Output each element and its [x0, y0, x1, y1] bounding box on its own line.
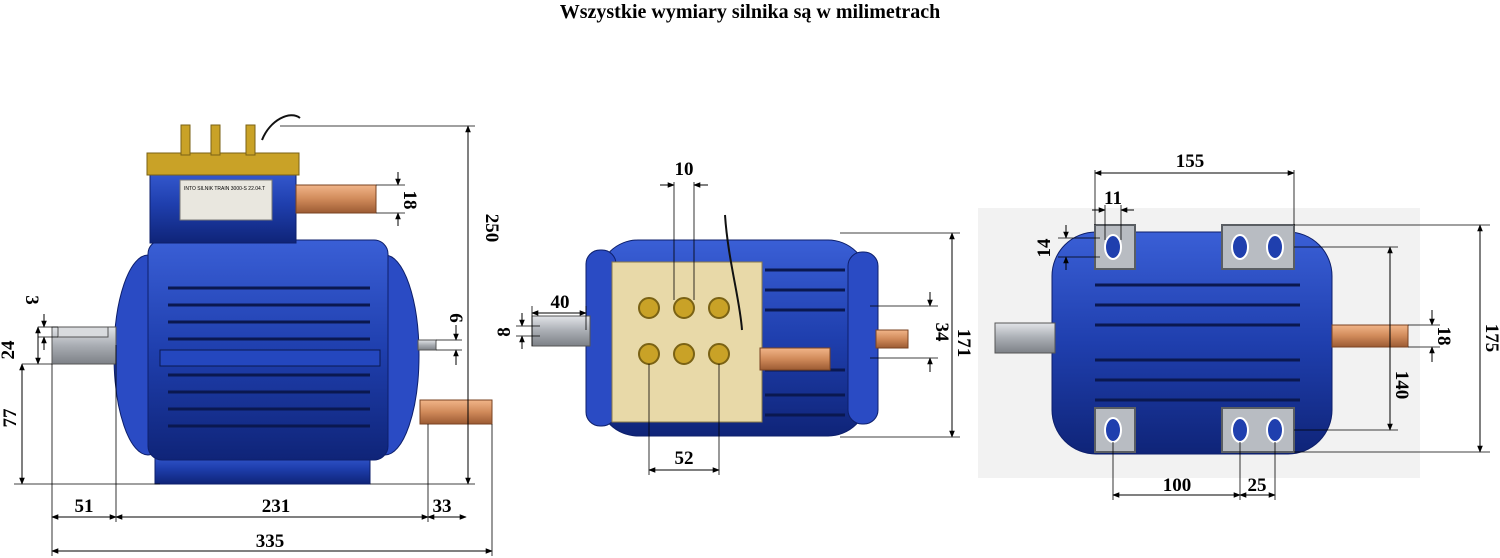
- dim-77: 77: [0, 408, 21, 428]
- dim-40: 40: [551, 292, 570, 313]
- rating-plate-text: INTO SILNIK TRAIN 3000-S 22.04.T: [184, 186, 265, 192]
- dim-52: 52: [675, 448, 694, 469]
- dim-18-bottom: 18: [1433, 327, 1454, 346]
- dim-10: 10: [675, 159, 694, 180]
- dim-25: 25: [1248, 475, 1267, 496]
- dim-8: 8: [494, 327, 515, 337]
- side-shaft-key: [57, 326, 109, 338]
- rating-plate: [179, 179, 273, 221]
- dim-155: 155: [1176, 151, 1205, 172]
- dim-3: 3: [21, 295, 42, 305]
- bottom-copper-pipe: [1331, 324, 1409, 348]
- side-dimensions: 250 18 3 24 77: [0, 125, 502, 556]
- top-drive-shaft: [531, 315, 591, 347]
- page-title: Wszystkie wymiary silnika są w milimetra…: [559, 1, 941, 23]
- dim-14: 14: [1034, 238, 1055, 258]
- bottom-fins: [1095, 283, 1300, 402]
- terminal-copper-pipe: [295, 184, 377, 214]
- side-rear-copper-pipe: [419, 399, 493, 425]
- sensor-wire: [261, 114, 301, 141]
- bottom-view: 155 11 14 175: [978, 151, 1500, 500]
- dim-34: 34: [931, 323, 952, 343]
- top-rear-bell: [847, 251, 879, 425]
- top-rear-copper-pipes: [875, 329, 909, 349]
- brass-terminals: [180, 124, 256, 156]
- dim-100: 100: [1163, 475, 1192, 496]
- bottom-dimensions: 155 11 14 175: [1034, 151, 1500, 500]
- terminal-box-lid: [146, 152, 300, 176]
- side-view: INTO SILNIK TRAIN 3000-S 22.04.T 250: [0, 114, 502, 556]
- top-copper-pipe: [759, 347, 831, 371]
- dim-171: 171: [953, 329, 974, 358]
- center-rib: [159, 349, 381, 367]
- terminal-plate: [611, 261, 763, 423]
- dim-6: 6: [445, 313, 466, 323]
- dim-51: 51: [75, 496, 94, 517]
- top-dimensions: 10 40 8 34: [494, 159, 974, 475]
- top-view: 10 40 8 34: [494, 159, 974, 475]
- dim-250: 250: [481, 214, 502, 243]
- dim-18-side: 18: [399, 191, 420, 210]
- top-terminals: [638, 297, 730, 365]
- mounting-holes: [1104, 234, 1284, 443]
- top-sensor-wire: [724, 214, 743, 331]
- dim-140: 140: [1391, 371, 1412, 400]
- bottom-drive-shaft: [994, 322, 1056, 354]
- dim-231: 231: [262, 496, 291, 517]
- dim-24: 24: [0, 340, 19, 360]
- dim-11: 11: [1104, 188, 1122, 209]
- dim-335: 335: [256, 531, 285, 552]
- dim-175: 175: [1481, 324, 1500, 353]
- side-rear-stub: [417, 339, 437, 351]
- cooling-fins: [168, 286, 370, 428]
- dim-33: 33: [433, 496, 452, 517]
